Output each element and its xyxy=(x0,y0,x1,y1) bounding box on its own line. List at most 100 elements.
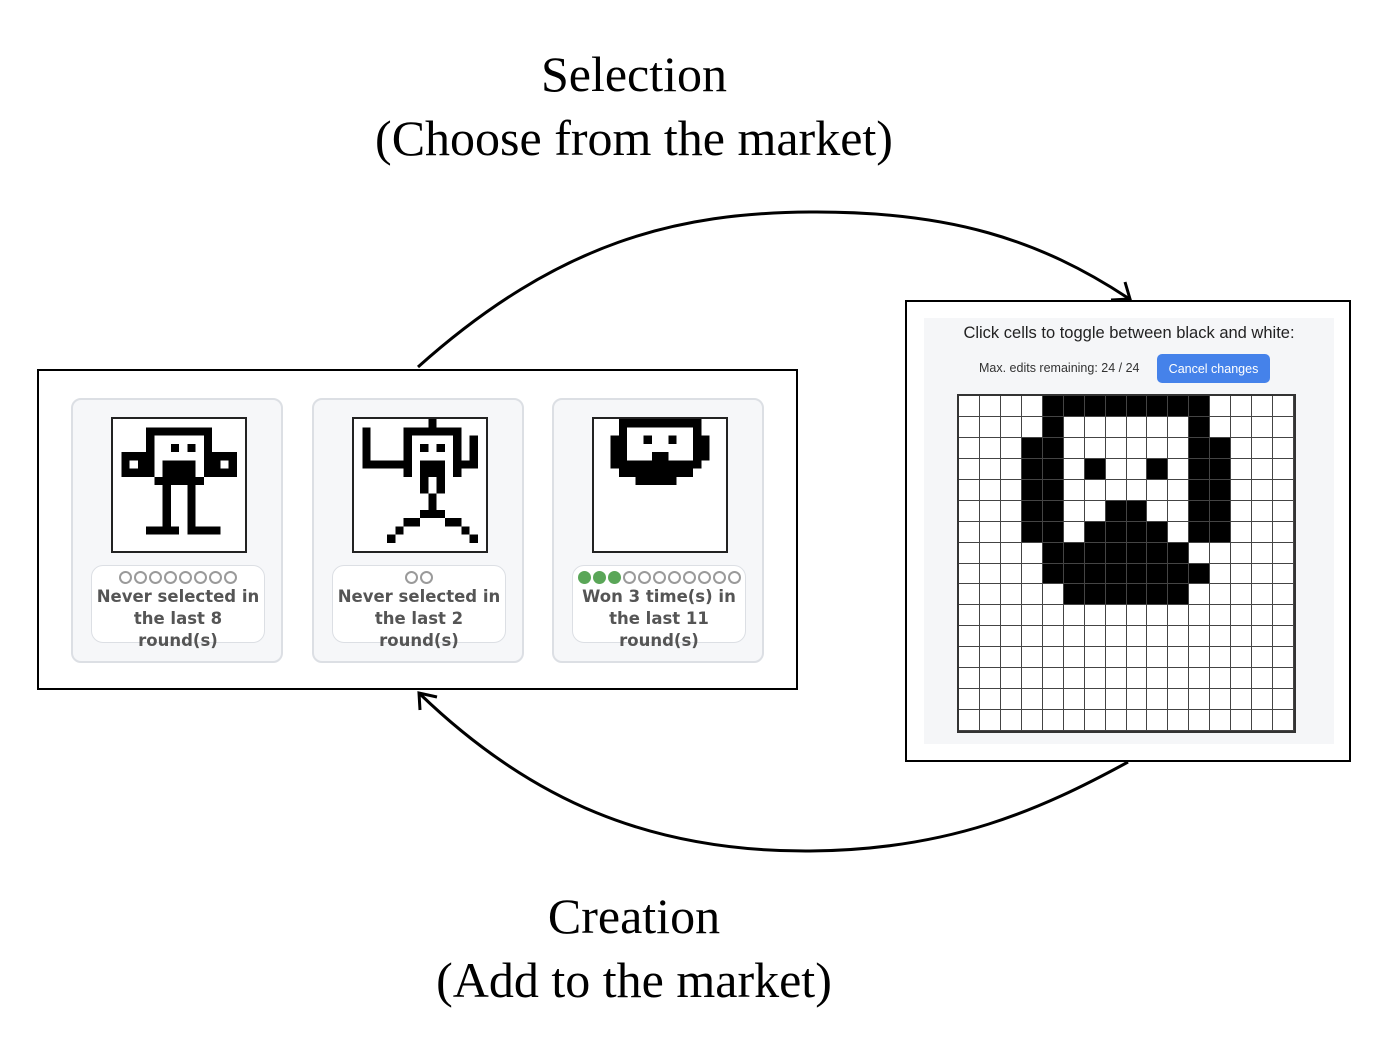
grid-cell[interactable] xyxy=(1231,416,1253,438)
grid-cell[interactable] xyxy=(1105,647,1127,669)
grid-cell[interactable] xyxy=(1126,584,1148,606)
grid-cell[interactable] xyxy=(1105,479,1127,501)
grid-cell[interactable] xyxy=(1252,626,1274,648)
grid-cell[interactable] xyxy=(1063,437,1085,459)
grid-cell[interactable] xyxy=(979,563,1001,585)
grid-cell[interactable] xyxy=(1147,542,1169,564)
grid-cell[interactable] xyxy=(1042,416,1064,438)
grid-cell[interactable] xyxy=(1126,479,1148,501)
grid-cell[interactable] xyxy=(1021,605,1043,627)
grid-cell[interactable] xyxy=(1252,710,1274,731)
grid-cell[interactable] xyxy=(959,710,980,731)
grid-cell[interactable] xyxy=(1063,584,1085,606)
grid-cell[interactable] xyxy=(979,437,1001,459)
grid-cell[interactable] xyxy=(1021,521,1043,543)
grid-cell[interactable] xyxy=(1021,689,1043,711)
grid-cell[interactable] xyxy=(1231,689,1253,711)
grid-cell[interactable] xyxy=(1210,396,1232,417)
grid-cell[interactable] xyxy=(1000,710,1022,731)
grid-cell[interactable] xyxy=(1063,710,1085,731)
grid-cell[interactable] xyxy=(1042,563,1064,585)
grid-cell[interactable] xyxy=(1189,689,1211,711)
grid-cell[interactable] xyxy=(1147,416,1169,438)
grid-cell[interactable] xyxy=(1210,710,1232,731)
grid-cell[interactable] xyxy=(1063,647,1085,669)
grid-cell[interactable] xyxy=(1210,416,1232,438)
grid-cell[interactable] xyxy=(1042,396,1064,417)
grid-cell[interactable] xyxy=(1168,584,1190,606)
grid-cell[interactable] xyxy=(1252,689,1274,711)
grid-cell[interactable] xyxy=(1252,521,1274,543)
grid-cell[interactable] xyxy=(979,479,1001,501)
grid-cell[interactable] xyxy=(1189,500,1211,522)
grid-cell[interactable] xyxy=(1147,521,1169,543)
grid-cell[interactable] xyxy=(1126,626,1148,648)
grid-cell[interactable] xyxy=(1273,396,1294,417)
grid-cell[interactable] xyxy=(1189,710,1211,731)
grid-cell[interactable] xyxy=(1168,416,1190,438)
grid-cell[interactable] xyxy=(1084,396,1106,417)
grid-cell[interactable] xyxy=(959,689,980,711)
grid-cell[interactable] xyxy=(1168,458,1190,480)
grid-cell[interactable] xyxy=(1126,500,1148,522)
grid-cell[interactable] xyxy=(1021,647,1043,669)
grid-cell[interactable] xyxy=(1189,542,1211,564)
grid-cell[interactable] xyxy=(1147,647,1169,669)
grid-cell[interactable] xyxy=(1252,647,1274,669)
grid-cell[interactable] xyxy=(1231,500,1253,522)
grid-cell[interactable] xyxy=(1000,479,1022,501)
grid-cell[interactable] xyxy=(1105,626,1127,648)
grid-cell[interactable] xyxy=(1063,542,1085,564)
grid-cell[interactable] xyxy=(1273,416,1294,438)
grid-cell[interactable] xyxy=(1231,437,1253,459)
grid-cell[interactable] xyxy=(959,542,980,564)
grid-cell[interactable] xyxy=(1000,605,1022,627)
grid-cell[interactable] xyxy=(1021,458,1043,480)
grid-cell[interactable] xyxy=(1084,458,1106,480)
grid-cell[interactable] xyxy=(1231,584,1253,606)
grid-cell[interactable] xyxy=(1042,437,1064,459)
grid-cell[interactable] xyxy=(1189,605,1211,627)
grid-cell[interactable] xyxy=(1273,626,1294,648)
grid-cell[interactable] xyxy=(1168,563,1190,585)
grid-cell[interactable] xyxy=(1252,479,1274,501)
grid-cell[interactable] xyxy=(979,584,1001,606)
grid-cell[interactable] xyxy=(1168,710,1190,731)
grid-cell[interactable] xyxy=(1063,396,1085,417)
grid-cell[interactable] xyxy=(1273,668,1294,690)
grid-cell[interactable] xyxy=(959,396,980,417)
grid-cell[interactable] xyxy=(1189,668,1211,690)
grid-cell[interactable] xyxy=(1105,584,1127,606)
grid-cell[interactable] xyxy=(1273,500,1294,522)
grid-cell[interactable] xyxy=(1063,500,1085,522)
grid-cell[interactable] xyxy=(1252,563,1274,585)
grid-cell[interactable] xyxy=(1231,563,1253,585)
grid-cell[interactable] xyxy=(1021,542,1043,564)
grid-cell[interactable] xyxy=(1273,689,1294,711)
grid-cell[interactable] xyxy=(1273,479,1294,501)
grid-cell[interactable] xyxy=(1105,605,1127,627)
grid-cell[interactable] xyxy=(1000,521,1022,543)
grid-cell[interactable] xyxy=(1147,668,1169,690)
grid-cell[interactable] xyxy=(979,521,1001,543)
grid-cell[interactable] xyxy=(1084,542,1106,564)
grid-cell[interactable] xyxy=(1021,416,1043,438)
grid-cell[interactable] xyxy=(1042,542,1064,564)
grid-cell[interactable] xyxy=(1231,479,1253,501)
grid-cell[interactable] xyxy=(1252,605,1274,627)
grid-cell[interactable] xyxy=(1168,396,1190,417)
grid-cell[interactable] xyxy=(1231,396,1253,417)
grid-cell[interactable] xyxy=(979,710,1001,731)
grid-cell[interactable] xyxy=(1000,458,1022,480)
grid-cell[interactable] xyxy=(1273,710,1294,731)
grid-cell[interactable] xyxy=(979,689,1001,711)
grid-cell[interactable] xyxy=(1000,542,1022,564)
grid-cell[interactable] xyxy=(1168,605,1190,627)
grid-cell[interactable] xyxy=(959,500,980,522)
grid-cell[interactable] xyxy=(1084,563,1106,585)
grid-cell[interactable] xyxy=(1126,647,1148,669)
grid-cell[interactable] xyxy=(1063,563,1085,585)
grid-cell[interactable] xyxy=(1252,458,1274,480)
grid-cell[interactable] xyxy=(1231,542,1253,564)
grid-cell[interactable] xyxy=(1063,605,1085,627)
